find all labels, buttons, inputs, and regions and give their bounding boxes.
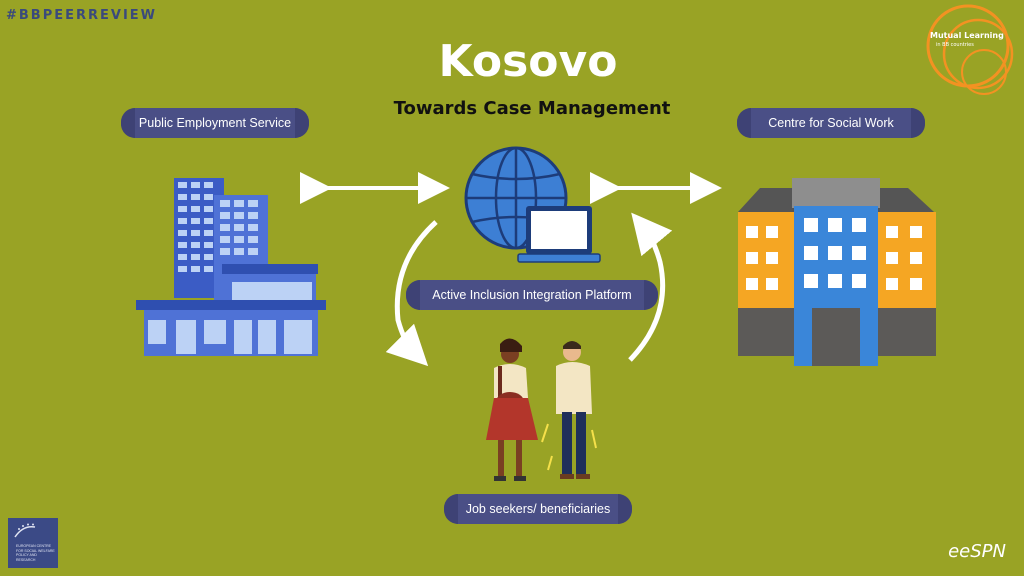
- page-title: Kosovo: [438, 36, 618, 87]
- european-centre-logo: EUROPEAN CENTRE FOR SOCIAL WELFARE POLIC…: [8, 518, 58, 568]
- european-centre-text: EUROPEAN CENTRE FOR SOCIAL WELFARE POLIC…: [16, 544, 55, 562]
- mutual-learning-logo: [926, 4, 1014, 95]
- european-centre-emblem-icon: [14, 523, 36, 538]
- people-icon: [486, 338, 597, 481]
- node-label: Active Inclusion Integration Platform: [432, 288, 632, 302]
- node-label: Job seekers/ beneficiaries: [465, 502, 611, 516]
- node-centre-for-social-work: Centre for Social Work: [737, 108, 925, 138]
- office-building-icon: [136, 178, 326, 356]
- social-work-building-icon: [738, 178, 936, 366]
- node-public-employment-service: Public Employment Service: [121, 108, 309, 138]
- spn-logo: eeSPN: [948, 541, 1006, 562]
- curved-arrow-icon: [628, 212, 673, 362]
- node-integration-platform: Active Inclusion Integration Platform: [406, 280, 658, 310]
- laptop-icon: [517, 206, 601, 263]
- node-label: Centre for Social Work: [768, 116, 894, 130]
- node-job-seekers: Job seekers/ beneficiaries: [444, 494, 632, 524]
- node-label: Public Employment Service: [138, 116, 292, 130]
- hashtag-label: #BBPEERREVIEW: [6, 8, 158, 23]
- mutual-learning-title: Mutual Learning: [930, 31, 1004, 40]
- page-subtitle: Towards Case Management: [393, 98, 671, 119]
- curved-arrow-icon: [385, 220, 438, 367]
- mutual-learning-subtitle: in BB countries: [936, 42, 974, 48]
